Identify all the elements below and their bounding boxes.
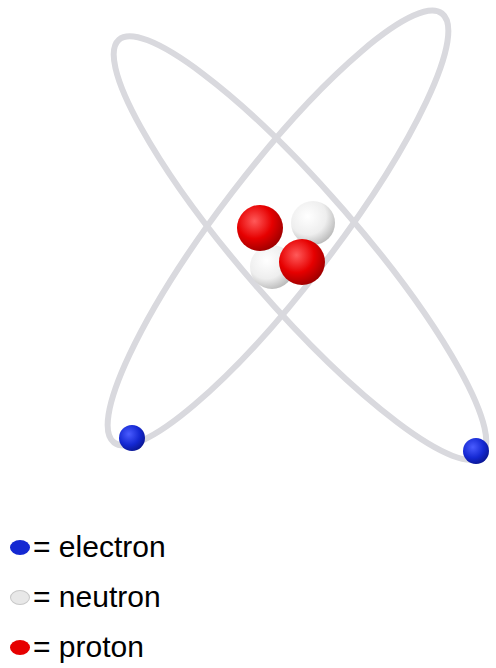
legend-swatch bbox=[10, 590, 30, 605]
legend-entry: = proton bbox=[10, 622, 166, 668]
proton bbox=[279, 239, 325, 285]
legend-entry: = neutron bbox=[10, 572, 166, 622]
electron bbox=[463, 438, 489, 464]
legend-swatch bbox=[10, 640, 30, 655]
legend: = electron = neutron = proton bbox=[10, 522, 166, 668]
electron bbox=[119, 425, 145, 451]
legend-swatch bbox=[10, 540, 30, 555]
neutron bbox=[291, 201, 335, 245]
electron-orbit bbox=[68, 0, 488, 478]
legend-label: = neutron bbox=[33, 579, 161, 615]
legend-label: = proton bbox=[33, 629, 144, 665]
electron-orbit bbox=[75, 2, 496, 495]
proton bbox=[237, 205, 283, 251]
legend-label: = electron bbox=[33, 529, 166, 565]
legend-entry: = electron bbox=[10, 522, 166, 572]
nucleus bbox=[237, 201, 335, 289]
